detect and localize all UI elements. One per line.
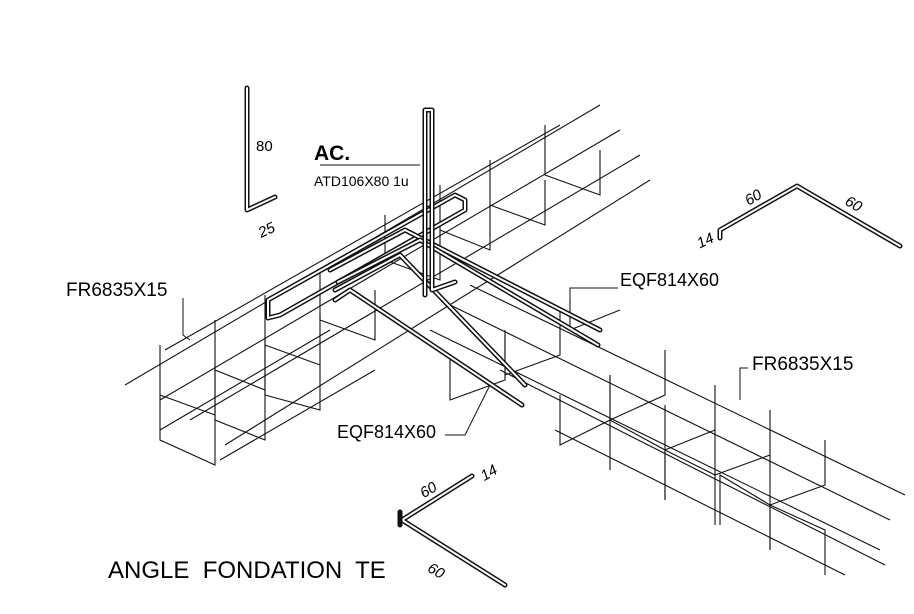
dim-60-right-a: 60 [742, 186, 766, 209]
detail-bar-right [717, 183, 903, 249]
ac-bar [422, 107, 458, 298]
label-ac-title: AC. [314, 142, 350, 165]
dim-60-right-b: 60 [842, 193, 866, 216]
label-ac-ref: ATD106X80 1u [314, 173, 409, 189]
dim-60-bottom-a: 60 [417, 478, 441, 501]
dim-25: 25 [255, 219, 279, 242]
dim-60-bottom-b: 60 [424, 560, 448, 583]
main-beam-cage [124, 104, 651, 466]
leaders [182, 164, 748, 436]
detail-bar-80 [244, 85, 278, 213]
dim-80: 80 [256, 138, 273, 155]
label-eqf-bottom: EQF814X60 [337, 422, 436, 442]
label-fr-right: FR6835X15 [752, 354, 853, 375]
dim-14-right: 14 [694, 230, 716, 252]
dim-14-bottom: 14 [478, 462, 501, 485]
drawing-title: ANGLE FONDATION TE [108, 557, 386, 584]
detail-bar-bottom [397, 473, 508, 588]
label-eqf-top: EQF814X60 [620, 270, 719, 290]
label-fr-left: FR6835X15 [66, 280, 167, 301]
branch-beam-cage [429, 284, 906, 576]
eqf-bars [265, 192, 603, 408]
